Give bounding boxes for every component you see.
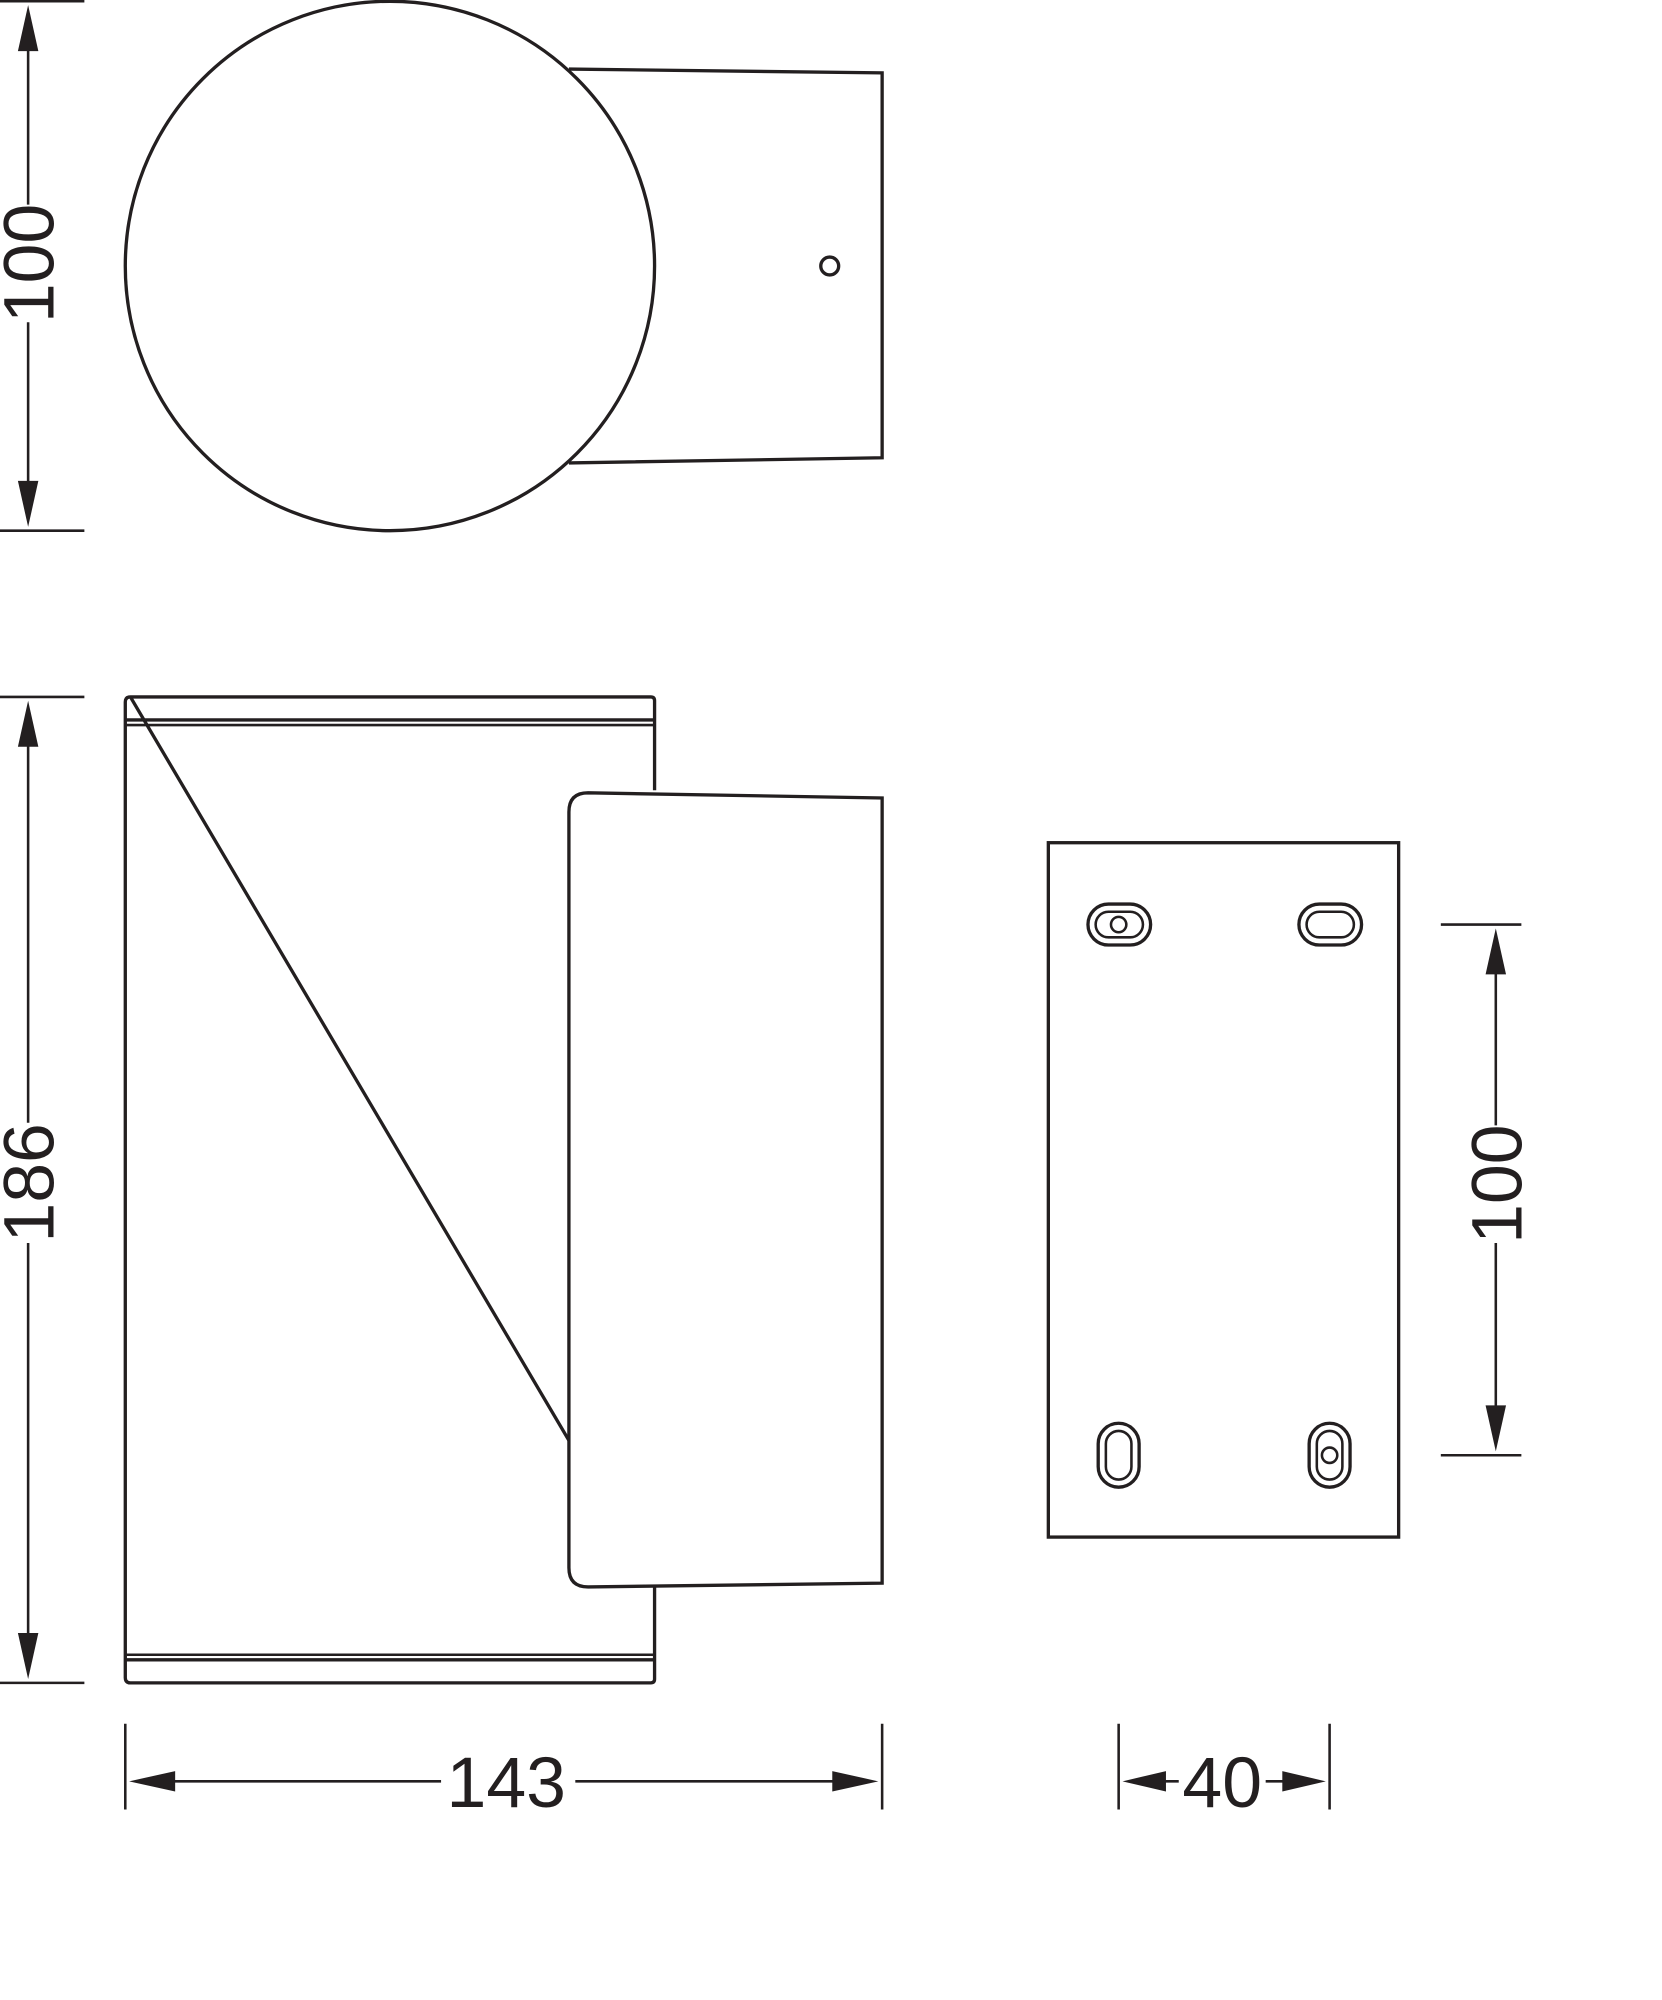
slot-top-right <box>1297 902 1364 947</box>
top-view <box>123 0 884 533</box>
slot-top-left <box>1086 902 1153 947</box>
dimension-label-186: 186 <box>0 1123 70 1242</box>
dimension-plate-width-40: 40 <box>1117 1723 1331 1823</box>
top-bracket-outline <box>568 67 884 465</box>
plate-outline <box>1046 841 1401 1539</box>
dimension-plate-spacing-100: 100 <box>1440 923 1537 1457</box>
lamp-body-outline <box>123 695 657 1685</box>
screw-hole <box>819 255 841 277</box>
dimension-side-height: 186 <box>0 695 85 1685</box>
mounting-plate <box>1046 841 1401 1539</box>
wall-bracket-outline <box>567 791 884 1589</box>
side-view <box>123 695 884 1685</box>
dimension-width-143: 143 <box>124 1723 884 1823</box>
lamp-head-circle <box>123 0 657 533</box>
dimension-label-40: 40 <box>1182 1743 1262 1823</box>
dimension-label-143: 143 <box>447 1743 566 1823</box>
dimension-label-100-top: 100 <box>0 204 70 323</box>
dimension-label-100-plate: 100 <box>1457 1124 1537 1243</box>
slot-bottom-right <box>1307 1421 1352 1489</box>
dimension-top-height: 100 <box>0 0 85 532</box>
slot-bottom-left <box>1096 1421 1141 1489</box>
